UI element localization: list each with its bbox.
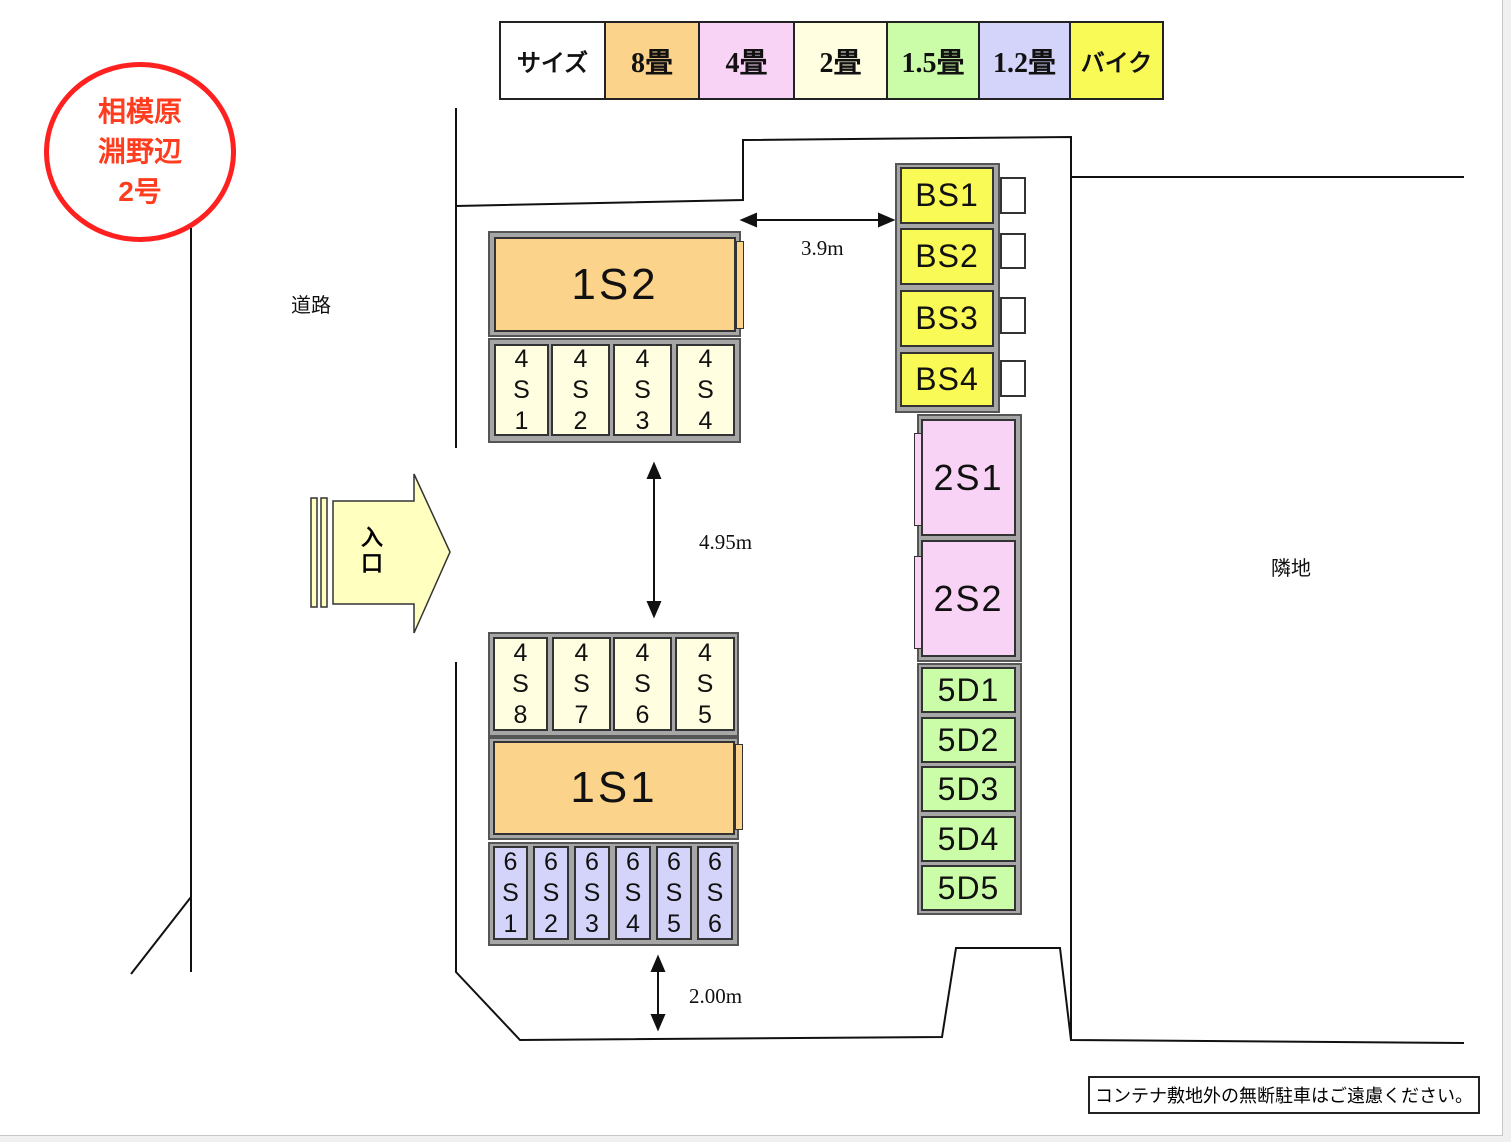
unit-bs3-door [1000, 297, 1026, 334]
road-label: 道路 [291, 295, 331, 317]
unit-5d5[interactable]: 5D5 [921, 865, 1016, 911]
site-name-line2: 淵野辺 [97, 136, 182, 167]
neighbor-label: 隣地 [1271, 558, 1311, 580]
unit-5d4[interactable]: 5D4 [921, 816, 1016, 862]
entrance-label: 入口 [352, 525, 392, 577]
site-name-badge: 相模原 淵野辺 2号 [44, 62, 236, 242]
unit-5d1[interactable]: 5D1 [921, 667, 1016, 713]
unit-1s1[interactable]: 1S1 [493, 741, 735, 835]
site-name-line3: 2号 [118, 176, 162, 207]
distance-label-middle: 4.95m [699, 530, 753, 554]
unit-1s2[interactable]: 1S2 [494, 237, 736, 332]
legend-bike: バイク [1069, 21, 1164, 100]
legend-2jo: 2畳 [793, 21, 888, 100]
legend-1-2jo: 1.2畳 [978, 21, 1071, 100]
unit-1s1-door [735, 744, 743, 830]
unit-bs1-door [1000, 177, 1026, 214]
unit-1s2-door [736, 241, 744, 329]
unit-2s2[interactable]: 2S2 [921, 540, 1016, 657]
legend-4jo: 4畳 [698, 21, 795, 100]
unit-2s1-door [914, 433, 922, 526]
distance-label-bottom: 2.00m [689, 984, 743, 1008]
unit-bs4[interactable]: BS4 [900, 352, 994, 407]
legend-1-5jo: 1.5畳 [886, 21, 980, 100]
unit-bs1[interactable]: BS1 [900, 167, 994, 224]
legend-header: サイズ [499, 21, 606, 100]
unit-bs2[interactable]: BS2 [900, 228, 994, 285]
unit-bs3[interactable]: BS3 [900, 290, 994, 347]
distance-label-top: 3.9m [801, 236, 844, 260]
entrance-text: 入口 [360, 525, 383, 576]
entrance-arrow-icon [310, 473, 451, 634]
parking-notice: コンテナ敷地外の無断駐車はご遠慮ください。 [1088, 1076, 1480, 1114]
unit-5d2[interactable]: 5D2 [921, 717, 1016, 763]
unit-bs4-door [1000, 360, 1026, 397]
unit-2s1[interactable]: 2S1 [921, 419, 1016, 536]
unit-5d3[interactable]: 5D3 [921, 766, 1016, 812]
unit-2s2-door [914, 556, 922, 649]
legend-8jo: 8畳 [604, 21, 700, 100]
site-name-line1: 相模原 [97, 96, 182, 127]
unit-bs2-door [1000, 233, 1026, 269]
